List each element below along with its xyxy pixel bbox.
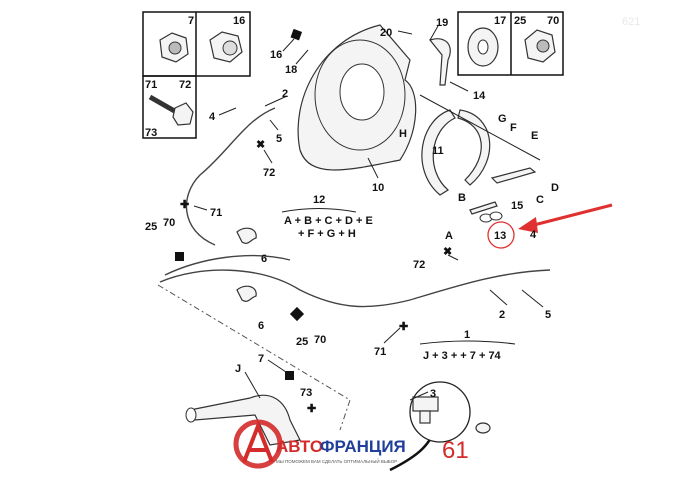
callout-72: 72	[413, 259, 425, 271]
callout-70: 70	[163, 217, 175, 229]
bolt-icon	[172, 102, 194, 126]
callout-B: B	[458, 192, 466, 204]
callout-18: 18	[285, 64, 297, 76]
red-arrow-icon	[518, 217, 538, 233]
part-label: 17	[494, 15, 506, 27]
callout-14: 14	[473, 90, 486, 102]
logo-text-blue: ФРАНЦИЯ	[320, 437, 406, 456]
callout-H: H	[399, 128, 407, 140]
cable-drawing: ✚ ✚ ✖ ✖ ✚	[157, 28, 551, 472]
callout-15: 15	[511, 200, 523, 212]
callout-73: 73	[300, 387, 312, 399]
callout-F: F	[510, 122, 517, 134]
callout-11: 11	[432, 145, 444, 157]
callout-72: 72	[263, 167, 275, 179]
brake-shoe-drawing	[419, 38, 541, 223]
kit-formula: A + B + C + D + E	[284, 215, 373, 227]
kit-formula: J + 3 + + 7 + 74	[423, 350, 502, 362]
highlight-part-13	[487, 203, 613, 249]
callout-16: 16	[270, 49, 282, 61]
backing-plate-drawing	[297, 24, 417, 179]
callout-4: 4	[530, 229, 537, 241]
callout-E: E	[531, 130, 538, 142]
callout-20: 20	[380, 27, 392, 39]
callout-70: 70	[314, 334, 326, 346]
cross-bolt-icon: ✖	[443, 246, 452, 258]
callout-C: C	[536, 194, 544, 206]
kit-number: 1	[464, 329, 470, 341]
callout-5: 5	[276, 133, 282, 145]
logo-tagline: МЫ ПОМОЖЕМ ВАМ СДЕЛАТЬ ОПТИМАЛЬНЫЙ ВЫБОР	[276, 457, 397, 464]
kit-12-formula: 12 A + B + C + D + E + F + G + H	[284, 194, 373, 240]
callout-6: 6	[261, 253, 267, 265]
callout-25: 25	[145, 221, 157, 233]
kit-box-fasteners: 7 16 71 72 73	[142, 11, 251, 139]
kit-box-washer-nut: 17 25 70	[457, 11, 564, 76]
callout-6: 6	[258, 320, 264, 332]
callout-D: D	[551, 182, 559, 194]
leader-lines	[193, 25, 544, 401]
logo-text-red: АВТО	[276, 437, 323, 456]
kit-number: 12	[313, 194, 325, 206]
part-label: 70	[547, 15, 559, 27]
callout-labels: 16 18 20 19 14 H G F E D C 15 B A 13 4 1…	[145, 17, 559, 400]
callout-71: 71	[374, 346, 386, 358]
callout-A: A	[445, 230, 453, 242]
part-label: 71	[145, 79, 157, 91]
kit-formula: + F + G + H	[298, 228, 356, 240]
callout-3: 3	[430, 388, 436, 400]
callout-19: 19	[436, 17, 448, 29]
part-label: 25	[514, 15, 526, 27]
cross-bolt-icon: ✖	[256, 139, 265, 151]
callout-4: 4	[209, 111, 216, 123]
watermark-code: 621	[622, 16, 640, 28]
part-label: 16	[233, 15, 245, 27]
handbrake-lever-drawing	[185, 381, 491, 446]
part-label: 72	[179, 79, 191, 91]
callout-13: 13	[494, 230, 506, 242]
callout-25: 25	[296, 336, 308, 348]
part-label: 7	[188, 15, 194, 27]
callout-J: J	[235, 363, 241, 375]
cross-bolt-icon: ✚	[307, 403, 316, 415]
callout-2: 2	[282, 88, 288, 100]
cross-bolt-icon: ✚	[399, 321, 408, 333]
callout-10: 10	[372, 182, 384, 194]
callout-7: 7	[258, 353, 264, 365]
part-label: 73	[145, 127, 157, 139]
avtofrancia-logo: АВТО ФРАНЦИЯ 61 МЫ ПОМОЖЕМ ВАМ СДЕЛАТЬ О…	[233, 419, 469, 469]
callout-G: G	[498, 113, 507, 125]
logo-number: 61	[442, 437, 469, 464]
cross-bolt-icon: ✚	[180, 199, 189, 211]
callout-71: 71	[210, 207, 222, 219]
callout-2: 2	[499, 309, 505, 321]
lever-part	[428, 38, 451, 86]
kit-1-formula: 1 J + 3 + + 7 + 74	[423, 329, 502, 362]
detail-circle	[409, 381, 471, 443]
callout-5: 5	[545, 309, 551, 321]
